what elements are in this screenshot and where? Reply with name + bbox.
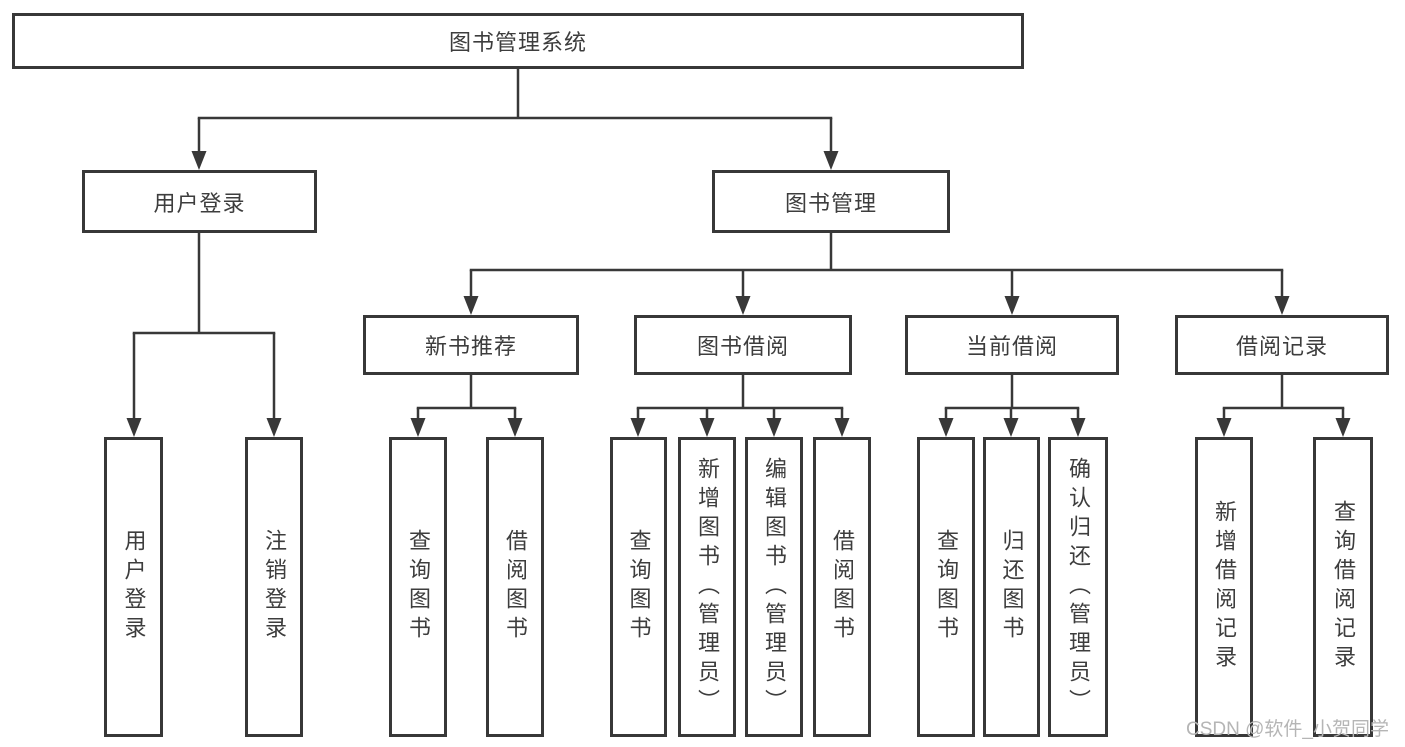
leaf-borrow-books: 借阅图书 <box>813 437 871 737</box>
leaf-user-login: 用户登录 <box>104 437 163 737</box>
watermark: CSDN @软件_小贺同学 <box>1186 719 1389 740</box>
node-new-book-recommend: 新书推荐 <box>363 315 579 375</box>
leaf-return-book: 归还图书 <box>983 437 1040 737</box>
leaf-add-book-admin: 新增图书（管理员） <box>678 437 736 737</box>
leaf-confirm-return-admin: 确认归还（管理员） <box>1048 437 1108 737</box>
node-user-login: 用户登录 <box>82 170 317 233</box>
arrowheads <box>126 151 1351 437</box>
node-library-management-system: 图书管理系统 <box>12 13 1024 69</box>
node-book-borrow: 图书借阅 <box>634 315 852 375</box>
node-book-management: 图书管理 <box>712 170 950 233</box>
leaf-query-books-current: 查询图书 <box>917 437 975 737</box>
node-current-borrow: 当前借阅 <box>905 315 1119 375</box>
leaf-borrow-books-recommend: 借阅图书 <box>486 437 544 737</box>
node-borrow-records: 借阅记录 <box>1175 315 1389 375</box>
leaf-add-borrow-record: 新增借阅记录 <box>1195 437 1253 737</box>
leaf-query-borrow-record: 查询借阅记录 <box>1313 437 1373 737</box>
leaf-query-books-borrow: 查询图书 <box>610 437 667 737</box>
leaf-edit-book-admin: 编辑图书（管理员） <box>745 437 803 737</box>
leaf-query-books-recommend: 查询图书 <box>389 437 447 737</box>
leaf-logout: 注销登录 <box>245 437 303 737</box>
